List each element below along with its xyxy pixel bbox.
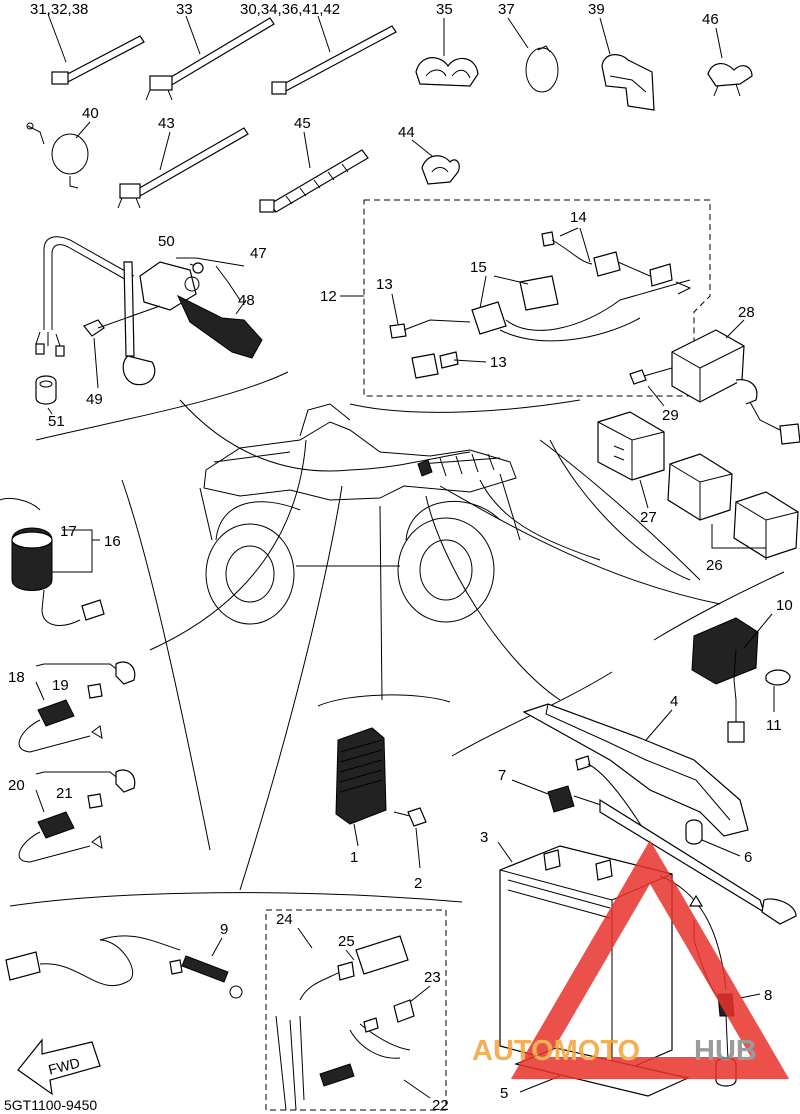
label-47: 47 [250,245,267,262]
cable-tie-30-34-36-41-42 [271,15,397,95]
watermark-text-part2: HUB [694,1035,757,1067]
front-arrow-label: FWD [47,1054,82,1077]
battery-bracket-4 [451,671,749,837]
lead-7 [511,755,797,925]
relay-26-bracket [711,524,767,560]
label-18: 18 [8,669,25,686]
regulator-1 [317,694,451,869]
ignition-coil-28 [629,319,800,445]
label-37: 37 [498,1,515,18]
label-3: 3 [480,829,488,846]
part-labels: 31,32,38 33 30,34,36,41,42 35 37 39 46 4… [4,1,793,1114]
label-15: 15 [470,259,487,276]
label-46: 46 [702,11,719,28]
relay-26-left [667,453,733,521]
clamp-39 [599,17,655,111]
label-4: 4 [670,693,678,710]
relay-26-right [733,491,799,559]
clamp-44 [411,139,460,185]
label-11: 11 [766,717,782,734]
band-37 [507,17,559,93]
label-28: 28 [738,304,755,321]
label-29: 29 [662,407,679,424]
label-44: 44 [398,124,415,141]
label-13-top: 13 [376,276,393,293]
handlebar-switch-assembly [35,236,263,415]
label-16: 16 [104,533,121,550]
label-51: 51 [48,413,65,430]
drawing-code: 5GT1100-9450 [4,1097,97,1113]
label-23: 23 [424,969,441,986]
rubber-6 [685,819,741,857]
main-switch-16 [0,497,105,626]
label-8: 8 [764,987,772,1004]
label-17: 17 [60,523,77,540]
label-27: 27 [640,509,657,526]
label-21: 21 [56,785,73,802]
label-30-34-36-41-42: 30,34,36,41,42 [240,1,340,18]
group-22-harness [265,909,447,1111]
label-2: 2 [414,875,422,892]
label-13-bottom: 13 [490,354,507,371]
label-49: 49 [86,391,103,408]
watermark-triangle-icon [510,840,790,1079]
label-5: 5 [500,1085,508,1102]
cable-tie-45 [259,131,369,213]
label-1: 1 [350,849,358,866]
relay-27 [597,411,665,509]
watermark-text-part1: AUTOMOTO [472,1035,640,1067]
rectifier-10 [653,571,791,743]
label-6: 6 [744,849,752,866]
cable-tie-33 [145,15,275,101]
label-31-32-38: 31,32,38 [30,1,88,18]
label-39: 39 [588,1,605,18]
sensor-18 [18,661,136,753]
clamp-35 [415,18,479,87]
label-9: 9 [220,921,228,938]
label-45: 45 [294,115,311,132]
bottom-group-bracket [9,892,463,907]
front-arrow: FWD [17,1038,101,1096]
label-40: 40 [82,105,99,122]
clip-46 [707,27,753,97]
label-33: 33 [176,1,193,18]
label-25: 25 [338,933,355,950]
label-48: 48 [238,292,255,309]
atv-vehicle [199,403,521,625]
handlebar-group-bracket [35,371,289,441]
lead-9 [5,935,243,999]
label-35: 35 [436,1,453,18]
label-19: 19 [52,677,69,694]
sensor-20 [18,769,136,863]
label-12: 12 [320,288,337,305]
cable-tie-43 [117,127,249,209]
label-24: 24 [276,911,293,928]
label-10: 10 [776,597,793,614]
group-12-link-line [349,399,581,413]
label-14: 14 [570,209,587,226]
label-26: 26 [706,557,723,574]
label-43: 43 [158,115,175,132]
leader-lines [121,399,721,891]
band-40 [26,121,91,189]
watermark-logo: AUTOMOTO HUB [472,840,790,1079]
label-50: 50 [158,233,175,250]
group-12-harness [340,199,711,397]
cable-tie-31-32-38 [47,13,145,85]
label-20: 20 [8,777,25,794]
label-7: 7 [498,767,506,784]
